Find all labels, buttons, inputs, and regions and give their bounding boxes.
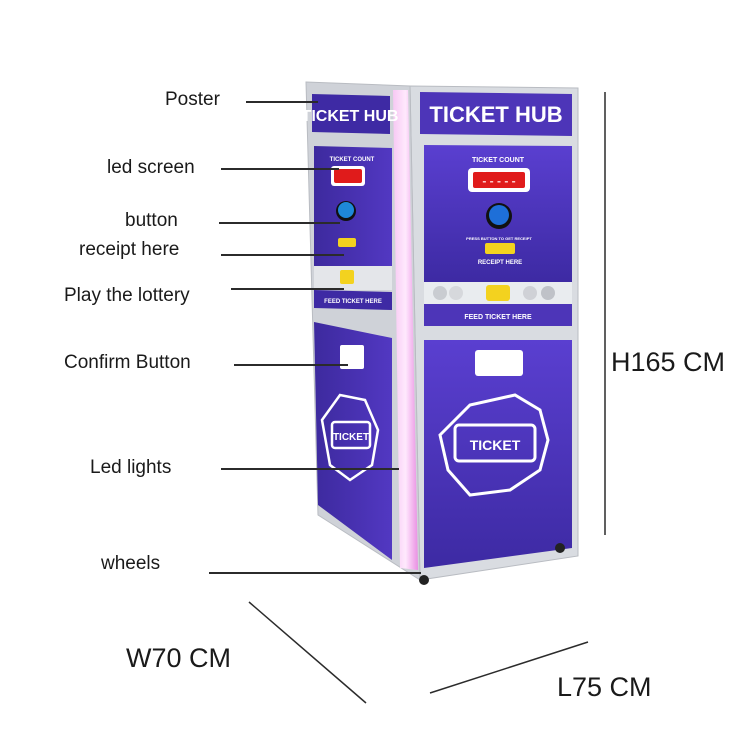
side-confirm-button xyxy=(340,345,364,369)
wheel-icon xyxy=(555,543,565,553)
svg-text:- - - - -: - - - - - xyxy=(482,174,515,188)
front-lower-panel xyxy=(424,340,572,568)
height-label: H165 CM xyxy=(611,347,726,377)
front-feed-text: FEED TICKET HERE xyxy=(464,314,532,321)
front-ticket-graphic xyxy=(438,393,550,497)
length-label: L75 CM xyxy=(557,672,652,702)
callout-button: button xyxy=(125,210,178,231)
callout-wheels: wheels xyxy=(101,553,161,574)
leader-line-confirm-button xyxy=(234,364,348,366)
wheel-icon xyxy=(419,575,429,585)
leader-line-lottery xyxy=(231,288,344,290)
side-feed-text: FEED TICKET HERE xyxy=(324,299,382,305)
leader-line-led-lights xyxy=(221,468,399,470)
side-poster xyxy=(312,94,390,134)
callout-confirm-button: Confirm Button xyxy=(64,352,191,373)
leader-line-button xyxy=(219,222,340,224)
front-confirm-button xyxy=(475,350,523,376)
front-small-text: PRESS BUTTON TO GET RECEIPT xyxy=(466,236,532,241)
callout-led-screen: led screen xyxy=(107,157,195,178)
callout-receipt: receipt here xyxy=(79,239,180,260)
callout-led-lights: Led lights xyxy=(90,457,172,478)
leader-line-led-screen xyxy=(221,168,339,170)
side-poster-text: TICKET HUB xyxy=(302,108,399,125)
leader-line-wheels xyxy=(209,572,421,574)
width-dimension-line xyxy=(248,601,367,704)
callout-poster: Poster xyxy=(165,89,220,110)
length-dimension-line xyxy=(429,641,589,694)
leader-line-poster xyxy=(246,101,318,103)
side-ticket-text: TICKET xyxy=(333,432,369,443)
side-lower-panel xyxy=(314,322,392,560)
callout-lottery: Play the lottery xyxy=(64,285,190,306)
side-ticket-count-text: TICKET COUNT xyxy=(330,157,375,163)
ticket-count-text: TICKET COUNT xyxy=(472,157,525,164)
leader-line-receipt xyxy=(221,254,344,256)
side-receipt-slot xyxy=(338,238,356,247)
front-ticket-text: TICKET xyxy=(470,437,521,453)
front-poster xyxy=(420,92,572,136)
front-poster-text: TICKET HUB xyxy=(429,102,562,127)
side-ticket-graphic xyxy=(320,393,380,482)
led-light-column xyxy=(393,90,418,570)
width-label: W70 CM xyxy=(126,643,232,673)
front-receipt-slot xyxy=(485,243,515,254)
front-receipt-text: RECEIPT HERE xyxy=(478,260,522,266)
